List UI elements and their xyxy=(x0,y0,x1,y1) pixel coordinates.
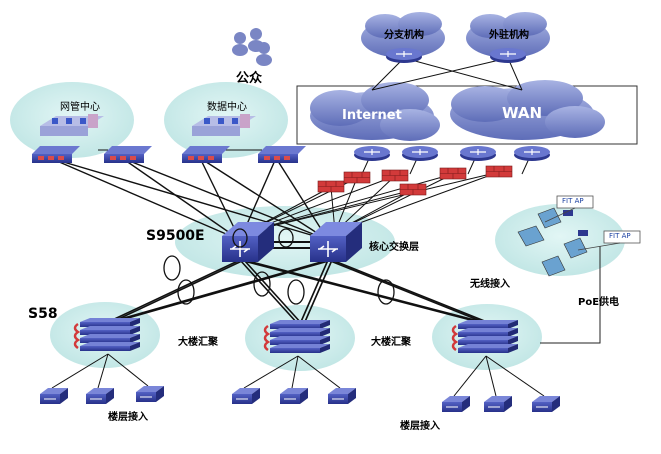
fit-ap-label-1: FIT AP xyxy=(562,197,584,205)
floor-access-label-2: 楼层接入 xyxy=(400,421,440,432)
external-router xyxy=(490,48,526,63)
access-switch-3 xyxy=(136,386,164,402)
aggregation-switch-3 xyxy=(451,320,518,353)
access-point-icon xyxy=(563,210,573,216)
floor-access-label-1: 楼层接入 xyxy=(108,412,148,423)
internet-cloud xyxy=(310,82,440,141)
wireless-area xyxy=(517,195,641,277)
nms-center-label: 网管中心 xyxy=(60,102,100,113)
wireless-zone xyxy=(495,204,625,276)
core-switch-model-label: S9500E xyxy=(146,228,205,244)
branch-cloud xyxy=(361,12,445,58)
laptop-icon xyxy=(541,255,566,277)
wan-cloud xyxy=(450,80,605,140)
external-label: 外驻机构 xyxy=(489,30,529,41)
firewall-1 xyxy=(317,180,345,193)
wan-router-3 xyxy=(460,146,496,161)
building-agg-label-2: 大楼汇聚 xyxy=(371,337,411,348)
data-center-label: 数据中心 xyxy=(207,102,247,113)
distribution-switch-2 xyxy=(104,146,152,163)
laptop-icon xyxy=(537,207,562,229)
wan-router-2 xyxy=(402,146,438,161)
distribution-switch-4 xyxy=(258,146,306,163)
laptop-icon xyxy=(563,237,588,259)
firewall-4 xyxy=(399,183,427,196)
network-links xyxy=(49,57,545,397)
distribution-switch-1 xyxy=(32,146,80,163)
core-switch-right xyxy=(310,222,362,262)
access-point-icon xyxy=(578,230,588,236)
access-switch-6 xyxy=(328,388,356,404)
internet-label: Internet xyxy=(342,108,402,123)
data-center-server-rack xyxy=(192,114,256,136)
wireless-access-label: 无线接入 xyxy=(470,279,510,290)
nms-server-rack xyxy=(40,114,104,136)
laptop-icon xyxy=(517,225,545,247)
aggregation-switch-2 xyxy=(263,320,330,353)
access-switch-9 xyxy=(532,396,560,412)
core-switch-left xyxy=(222,222,274,262)
public-label: 公众 xyxy=(236,71,263,86)
core-layer-label: 核心交换层 xyxy=(369,242,419,253)
external-cloud xyxy=(466,12,550,58)
wan-label: WAN xyxy=(502,104,543,122)
firewall-2 xyxy=(343,171,371,184)
public-users-icon xyxy=(232,28,272,66)
aggregation-switch-1 xyxy=(73,318,140,351)
firewall-3 xyxy=(381,169,409,182)
access-switch-2 xyxy=(86,388,114,404)
access-switch-7 xyxy=(442,396,470,412)
branch-label: 分支机构 xyxy=(384,30,424,41)
access-switch-5 xyxy=(280,388,308,404)
poe-power-label: PoE供电 xyxy=(578,297,620,308)
fit-ap-label-2: FIT AP xyxy=(609,232,631,240)
poe-link xyxy=(540,246,601,344)
access-switch-1 xyxy=(40,388,68,404)
branch-router xyxy=(386,48,422,63)
access-switch-4 xyxy=(232,388,260,404)
firewall-6 xyxy=(485,165,513,178)
agg-switch-model-label: S58 xyxy=(28,306,58,322)
wan-router-4 xyxy=(514,146,550,161)
access-switch-8 xyxy=(484,396,512,412)
firewall-5 xyxy=(439,167,467,180)
distribution-switch-3 xyxy=(182,146,230,163)
building-agg-label-1: 大楼汇聚 xyxy=(178,337,218,348)
trunk-ring-markers xyxy=(163,228,395,305)
wan-router-1 xyxy=(354,146,390,161)
fit-ap-2-box xyxy=(603,230,641,244)
